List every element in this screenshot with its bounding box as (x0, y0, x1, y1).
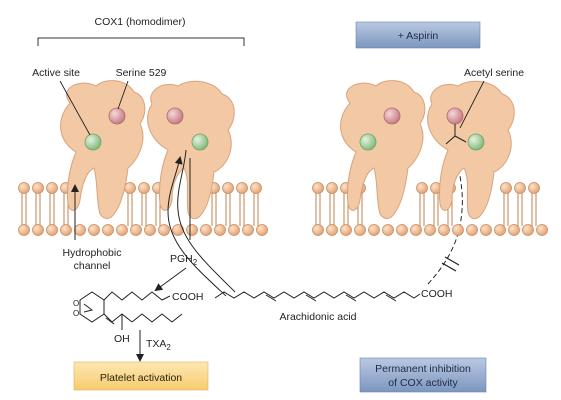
left-active-site-b (191, 133, 209, 151)
permanent-inhibition-line1: Permanent inhibition (375, 363, 471, 375)
substrate-entry-path-2 (167, 156, 227, 297)
left-membrane (18, 182, 268, 236)
serine-pointer (117, 80, 129, 110)
platelet-activation-label: Platelet activation (100, 372, 182, 384)
serine-529-label: Serine 529 (116, 67, 167, 79)
right-membrane-heads-bottom (312, 224, 548, 236)
left-membrane-heads-bottom (18, 224, 268, 236)
arachidonic-acid-label: Arachidonic acid (279, 311, 356, 323)
aspirin-label: + Aspirin (398, 30, 439, 42)
permanent-inhibition-box: Permanent inhibition of COX activity (359, 357, 487, 393)
substrate-entry-path (177, 149, 236, 293)
txa2-label: TXA2 (146, 338, 171, 352)
svg-text:O: O (73, 299, 79, 308)
arachidonic-acid-chain (214, 291, 421, 302)
right-serine-b (446, 107, 464, 125)
homodimer-bracket (37, 37, 245, 46)
aspirin-box: + Aspirin (355, 21, 481, 49)
right-monomer-a (340, 80, 426, 219)
right-membrane-tails (315, 192, 537, 226)
svg-text:O: O (73, 309, 79, 318)
block-mark (441, 256, 460, 272)
cooh-right-label: COOH (421, 288, 453, 300)
cooh-left-label: COOH (172, 291, 204, 303)
left-cox1-dimer (60, 80, 235, 220)
hydrophobic-label-2: channel (74, 260, 111, 272)
right-membrane-heads-top (312, 182, 540, 194)
acetyl-group (445, 124, 467, 145)
txa2-molecule: O O (73, 291, 183, 330)
pgh2-to-txa2-arrow (154, 267, 187, 292)
left-monomer-b (147, 80, 235, 220)
acetyl-serine-pointer (459, 80, 485, 129)
active-site-label: Active site (32, 67, 80, 79)
right-serine-a (383, 107, 401, 125)
cox1-title: COX1 (homodimer) (94, 16, 185, 28)
permanent-inhibition-line2: of COX activity (388, 377, 458, 389)
left-membrane-heads-top (18, 182, 262, 194)
left-serine-a (108, 107, 126, 125)
right-monomer-b (427, 80, 515, 220)
pgh2-label: PGH2 (170, 253, 198, 267)
left-membrane-tails (21, 192, 259, 226)
oh-label: OH (114, 333, 130, 345)
platelet-activation-box: Platelet activation (73, 361, 209, 391)
right-active-site-b (467, 133, 485, 151)
left-active-site-a (84, 133, 102, 151)
active-site-pointer (59, 80, 91, 136)
hydrophobic-label-1: Hydrophobic (63, 247, 122, 259)
acetyl-serine-label: Acetyl serine (464, 67, 524, 79)
right-cox1-dimer (340, 80, 515, 220)
right-active-site-a (359, 133, 377, 151)
left-serine-b (166, 107, 184, 125)
